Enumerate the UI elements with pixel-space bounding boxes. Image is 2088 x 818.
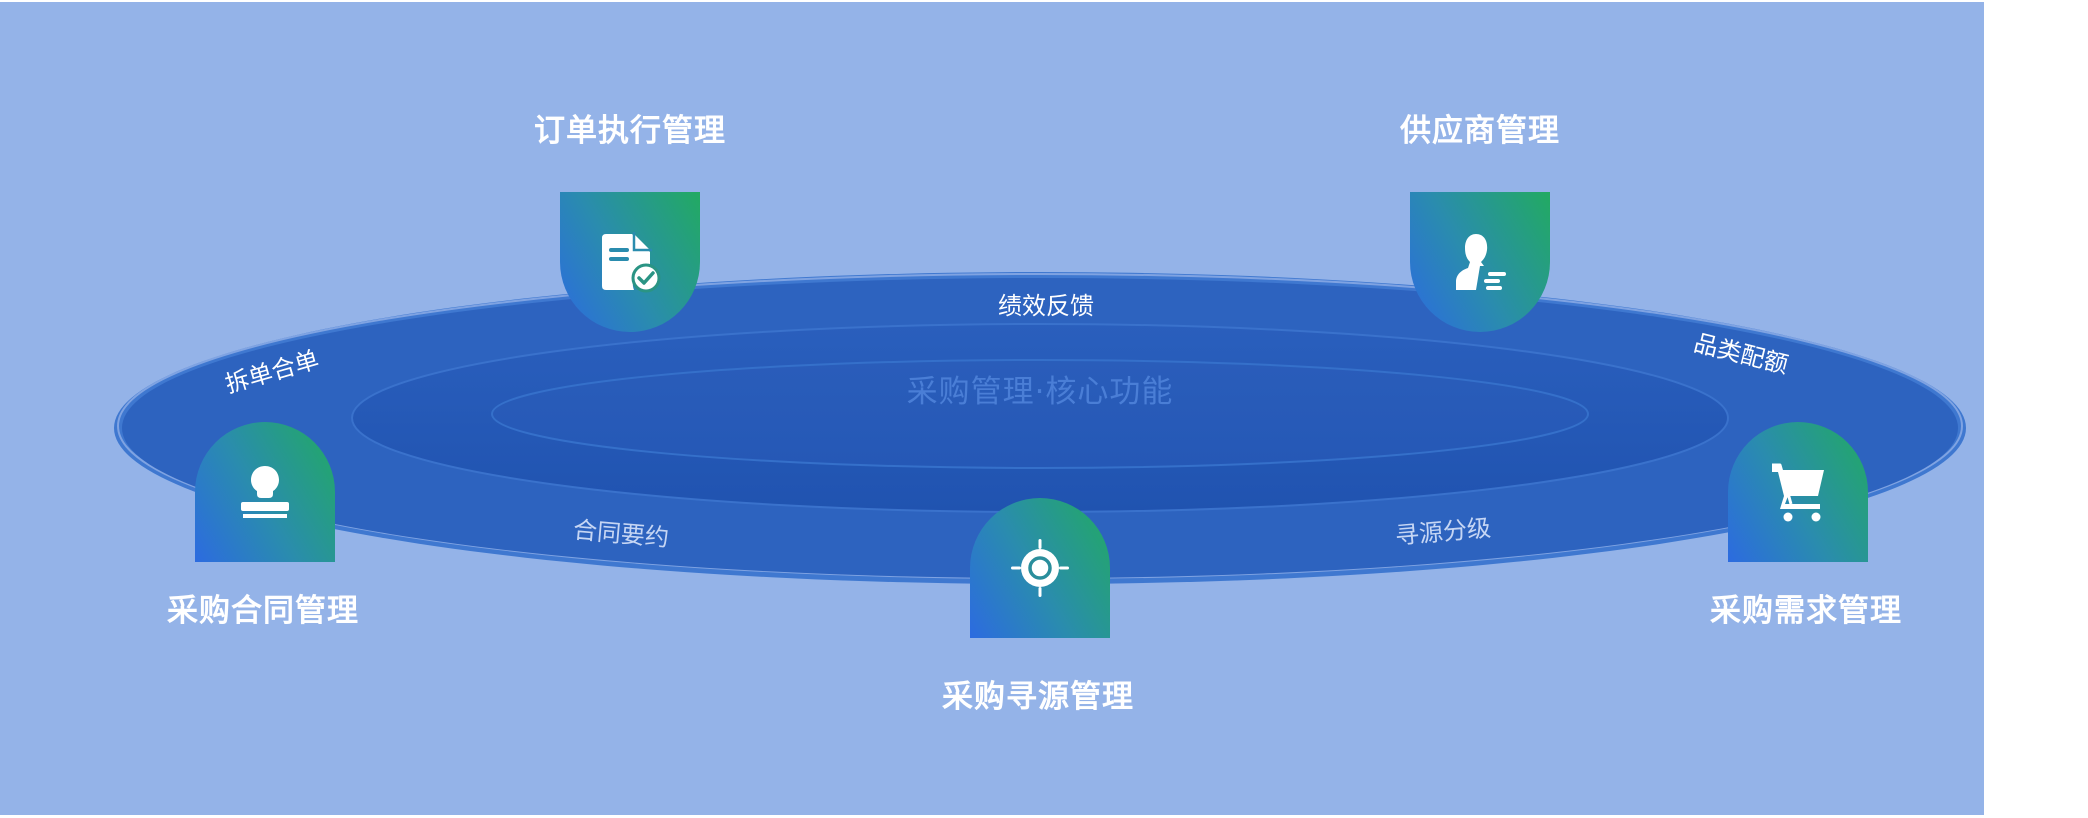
diagram-canvas: 采购管理·核心功能 绩效反馈 拆单合单 品类配额 合同要约 寻源分级 订单执行管… xyxy=(0,2,1984,815)
shopping-cart-icon xyxy=(1772,463,1824,522)
node-title-contract: 采购合同管理 xyxy=(167,593,359,629)
document-check-icon xyxy=(602,232,661,293)
ring-ellipses xyxy=(114,272,1966,584)
node-title-demand: 采购需求管理 xyxy=(1710,593,1902,629)
node-sourcing[interactable] xyxy=(970,498,1110,638)
node-title-sourcing: 采购寻源管理 xyxy=(942,679,1134,715)
center-title: 采购管理·核心功能 xyxy=(906,374,1174,410)
node-title-order-execution: 订单执行管理 xyxy=(534,113,726,149)
user-list-icon xyxy=(1456,234,1506,290)
node-order-execution[interactable] xyxy=(560,192,700,332)
ring-label-performance-feedback: 绩效反馈 xyxy=(998,292,1094,320)
stamp-icon xyxy=(241,466,289,518)
node-supplier[interactable] xyxy=(1410,192,1550,332)
node-contract[interactable] xyxy=(195,422,335,562)
node-demand[interactable] xyxy=(1728,422,1868,562)
node-title-supplier: 供应商管理 xyxy=(1400,113,1560,149)
inner-ellipse xyxy=(491,359,1589,469)
target-icon xyxy=(1011,539,1069,597)
